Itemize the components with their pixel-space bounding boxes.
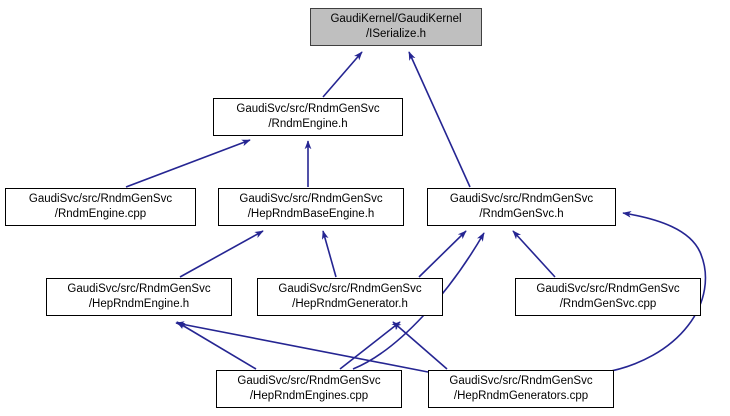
edge-heprndmengines-cpp-to-heprndmengine-h	[176, 321, 257, 370]
node-label-line1: GaudiSvc/src/RndmGenSvc	[449, 375, 593, 387]
edge-heprndmgenerators-cpp-to-heprndmgenerator-h	[392, 321, 448, 370]
node-label-line1: GaudiSvc/src/RndmGenSvc	[236, 103, 380, 115]
edge-heprndmgenerators-cpp-to-heprndmengine-h	[175, 321, 429, 373]
edge-heprndmgenerator-h-to-rndmgensvc-h	[418, 230, 467, 278]
node-label-line2: /HepRndmBaseEngine.h	[247, 208, 375, 220]
node-label-line2: /HepRndmGenerator.h	[292, 298, 408, 310]
node-iserialize[interactable]: GaudiKernel/GaudiKernel /ISerialize.h	[310, 8, 482, 46]
node-label-line2: /RndmEngine.cpp	[54, 208, 147, 220]
edge-heprndmgenerator-h-to-heprndmbaseengine-h	[321, 230, 337, 278]
edge-heprndmengine-h-to-heprndmbaseengine-h	[179, 230, 264, 278]
node-heprndmbaseengine-h[interactable]: GaudiSvc/src/RndmGenSvc /HepRndmBaseEngi…	[218, 188, 404, 226]
node-label-line1: GaudiSvc/src/RndmGenSvc	[237, 375, 381, 387]
node-label-line2: /ISerialize.h	[365, 28, 427, 40]
node-rndmengine-h[interactable]: GaudiSvc/src/RndmGenSvc /RndmEngine.h	[213, 98, 403, 136]
node-heprndmengine-h[interactable]: GaudiSvc/src/RndmGenSvc /HepRndmEngine.h	[46, 278, 232, 316]
node-label-line2: /RndmGenSvc.cpp	[559, 298, 657, 310]
node-heprndmgenerator-h[interactable]: GaudiSvc/src/RndmGenSvc /HepRndmGenerato…	[257, 278, 443, 316]
node-label-line2: /RndmGenSvc.h	[479, 208, 564, 220]
node-label-line2: /RndmEngine.h	[268, 118, 348, 130]
edge-rndmengine-cpp-to-rndmengine-h	[125, 139, 251, 188]
node-rndmgensvc-h[interactable]: GaudiSvc/src/RndmGenSvc /RndmGenSvc.h	[427, 188, 616, 226]
edge-heprndmgenerators-cpp-to-rndmgensvc-h	[600, 210, 707, 374]
node-heprndmgenerators-cpp[interactable]: GaudiSvc/src/RndmGenSvc /HepRndmGenerato…	[428, 370, 614, 408]
node-rndmengine-cpp[interactable]: GaudiSvc/src/RndmGenSvc /RndmEngine.cpp	[5, 188, 196, 226]
node-label-line1: GaudiKernel/GaudiKernel	[330, 13, 462, 25]
edge-rndmgensvc-cpp-to-rndmgensvc-h	[512, 230, 556, 278]
edge-heprndmengines-cpp-to-heprndmgenerator-h	[339, 321, 401, 370]
node-label-line1: GaudiSvc/src/RndmGenSvc	[28, 193, 173, 205]
node-label-line1: GaudiSvc/src/RndmGenSvc	[536, 283, 680, 295]
node-label-line1: GaudiSvc/src/RndmGenSvc	[67, 283, 211, 295]
node-rndmgensvc-cpp[interactable]: GaudiSvc/src/RndmGenSvc /RndmGenSvc.cpp	[515, 278, 701, 316]
node-heprndmengines-cpp[interactable]: GaudiSvc/src/RndmGenSvc /HepRndmEngines.…	[216, 370, 402, 408]
node-label-line2: /HepRndmEngines.cpp	[249, 390, 369, 402]
node-label-line1: GaudiSvc/src/RndmGenSvc	[239, 193, 383, 205]
node-label-line2: /HepRndmEngine.h	[88, 298, 190, 310]
edge-rndmgensvc-h-to-iserialize	[408, 51, 471, 188]
node-label-line1: GaudiSvc/src/RndmGenSvc	[278, 283, 422, 295]
node-label-line1: GaudiSvc/src/RndmGenSvc	[449, 193, 594, 205]
edge-rndmengine-h-to-iserialize	[322, 51, 363, 98]
node-label-line2: /HepRndmGenerators.cpp	[453, 390, 589, 402]
